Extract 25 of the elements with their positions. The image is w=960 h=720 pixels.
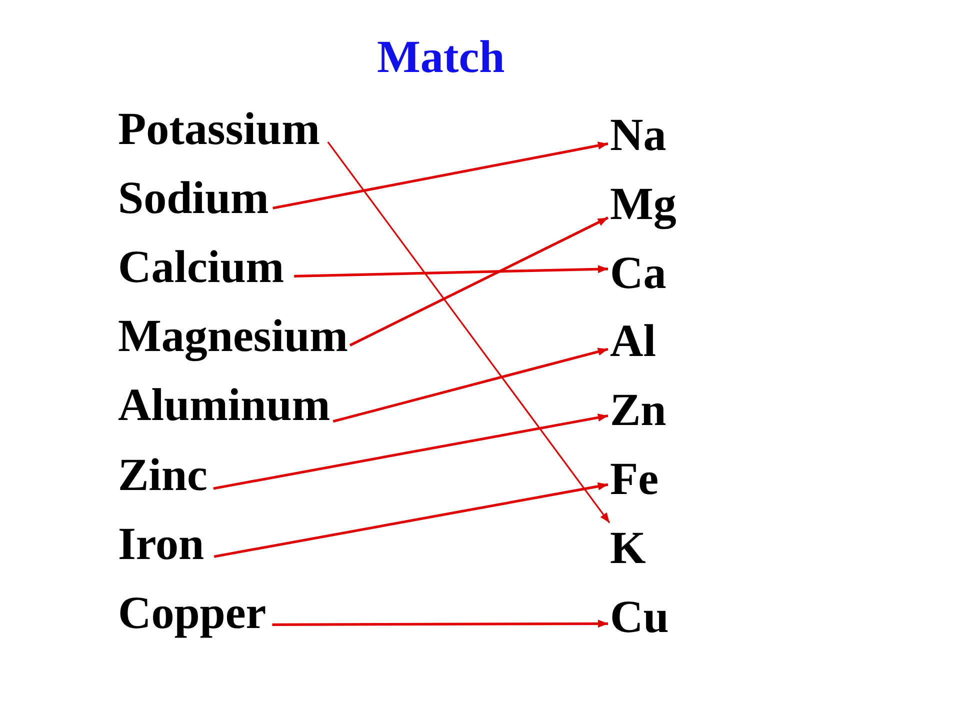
- element-name-label: Calcium: [118, 244, 284, 290]
- arrow: [272, 142, 608, 210]
- arrow: [332, 348, 608, 423]
- element-symbol-label: Cu: [610, 594, 669, 640]
- element-symbol-label: K: [610, 524, 646, 571]
- element-symbol-label: Mg: [610, 180, 676, 227]
- element-name-label: Zinc: [118, 452, 208, 498]
- element-symbol-label: Al: [610, 318, 656, 364]
- arrow: [294, 265, 608, 278]
- title: Match: [377, 34, 505, 80]
- element-name-label: Magnesium: [118, 313, 348, 360]
- element-symbol-label: Zn: [610, 387, 666, 434]
- arrow: [213, 414, 608, 490]
- element-name-label: Copper: [118, 590, 266, 636]
- arrow: [214, 482, 608, 558]
- element-name-label: Aluminum: [118, 382, 330, 428]
- arrow: [272, 620, 608, 628]
- element-symbol-label: Fe: [610, 456, 659, 502]
- element-name-label: Sodium: [118, 175, 269, 222]
- element-symbol-label: Na: [610, 112, 666, 158]
- element-name-label: Potassium: [118, 106, 320, 152]
- element-name-label: Iron: [118, 520, 204, 567]
- arrow: [327, 142, 610, 524]
- element-symbol-label: Ca: [610, 250, 666, 296]
- arrow: [349, 216, 609, 346]
